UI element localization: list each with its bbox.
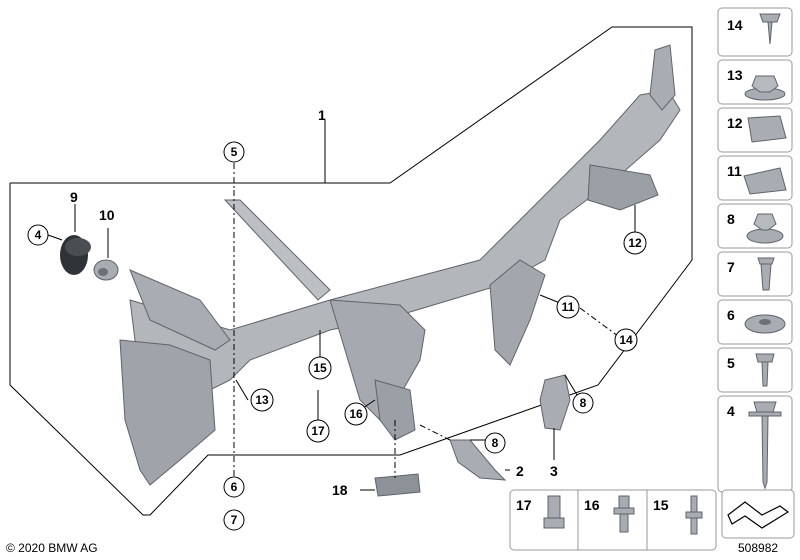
side-box-14-label: 14 — [727, 17, 743, 33]
side-box-7: 7 — [717, 251, 793, 297]
part-9-damper — [60, 235, 91, 275]
callout-16-text: 16 — [349, 407, 363, 421]
bottom-box-15: 15 — [653, 495, 703, 535]
callout-14: 14 — [614, 328, 638, 352]
callout-4-text: 4 — [35, 228, 42, 242]
bottom-box-17-label: 17 — [516, 497, 532, 513]
copyright-text: © 2020 BMW AG — [6, 541, 98, 555]
side-box-8: 8 — [717, 203, 793, 249]
side-box-5-label: 5 — [727, 355, 735, 371]
callout-16: 16 — [344, 402, 368, 426]
label-2: 2 — [516, 463, 524, 479]
callout-17: 17 — [306, 419, 330, 443]
bottom-box-15-label: 15 — [653, 497, 669, 513]
bottom-legend: 17 16 15 — [509, 489, 717, 551]
callout-12: 12 — [623, 231, 647, 255]
side-box-12: 12 — [717, 107, 793, 153]
callout-11-text: 11 — [562, 300, 575, 314]
side-box-11-label: 11 — [727, 163, 742, 179]
callout-8-lower-text: 8 — [492, 436, 499, 450]
side-box-13: 13 — [717, 59, 793, 105]
callout-4: 4 — [27, 224, 49, 246]
side-box-6-label: 6 — [727, 307, 735, 323]
callout-6-text: 6 — [231, 480, 238, 494]
part-18-pad — [374, 473, 421, 497]
label-10: 10 — [99, 207, 115, 223]
side-box-5: 5 — [717, 347, 793, 393]
part-3-bracket — [539, 374, 571, 431]
callout-8-upper-text: 8 — [580, 396, 587, 410]
callout-5: 5 — [223, 141, 245, 163]
callout-15-text: 15 — [313, 361, 327, 375]
callout-13: 13 — [250, 388, 274, 412]
callout-8-upper: 8 — [572, 392, 594, 414]
cross-member-illustration — [119, 44, 681, 486]
callout-17-text: 17 — [311, 424, 325, 438]
side-legend: 14 13 12 11 8 7 — [717, 7, 793, 493]
label-3: 3 — [550, 463, 558, 479]
callout-7: 7 — [223, 509, 245, 531]
label-9: 9 — [70, 189, 78, 205]
callout-8-lower: 8 — [484, 432, 506, 454]
side-box-14: 14 — [717, 7, 793, 57]
side-box-4-label: 4 — [727, 403, 735, 419]
bottom-box-16-label: 16 — [584, 497, 600, 513]
side-box-7-label: 7 — [727, 259, 735, 275]
part-10-bushing — [93, 259, 119, 281]
callout-13-text: 13 — [255, 393, 269, 407]
side-box-12-label: 12 — [727, 115, 743, 131]
symbol-box — [721, 489, 795, 539]
side-box-6: 6 — [717, 299, 793, 345]
side-box-4: 4 — [717, 395, 793, 493]
callout-12-text: 12 — [628, 236, 642, 250]
callout-5-text: 5 — [231, 145, 238, 159]
bottom-box-16: 16 — [584, 495, 635, 533]
side-box-8-label: 8 — [727, 211, 735, 227]
callout-15: 15 — [308, 356, 332, 380]
side-box-11: 11 — [717, 155, 793, 201]
diagram-number: 508982 — [738, 541, 779, 555]
callout-14-text: 14 — [619, 333, 633, 347]
label-1: 1 — [318, 107, 326, 123]
side-box-13-label: 13 — [727, 67, 743, 83]
callout-11: 11 — [556, 295, 580, 319]
callout-7-text: 7 — [231, 513, 238, 527]
assembly-outline — [9, 26, 693, 516]
callout-6: 6 — [223, 476, 245, 498]
bottom-box-17: 17 — [516, 495, 565, 529]
leader-lines — [47, 120, 636, 491]
label-18: 18 — [332, 482, 348, 498]
